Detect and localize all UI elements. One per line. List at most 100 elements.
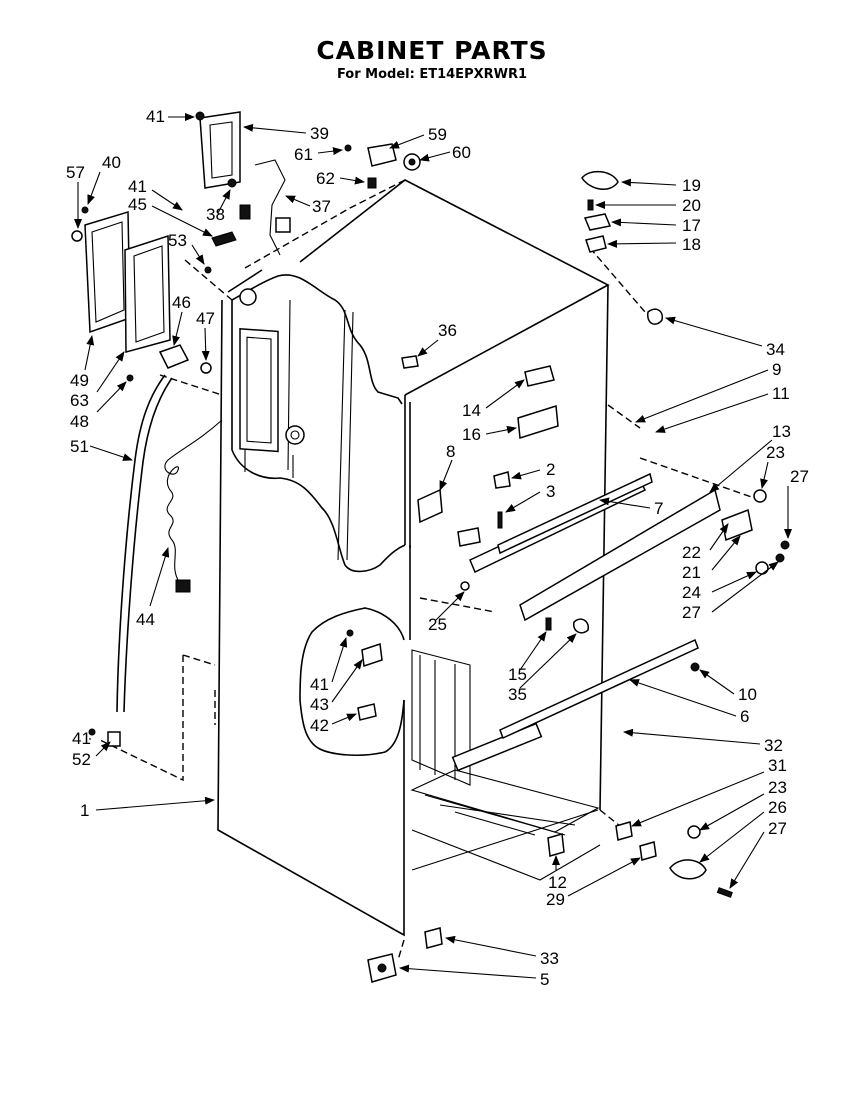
part-rail-6 (499, 638, 699, 740)
leader-22 (709, 523, 729, 551)
callout-46: 46 (172, 293, 191, 312)
leader-19 (621, 178, 677, 187)
dash-hinge-route (589, 247, 646, 313)
part-water-tube-51 (116, 374, 166, 713)
leader-63 (96, 351, 125, 393)
part-bracket-13 (519, 488, 721, 622)
callout-2: 2 (546, 460, 555, 479)
part-clip-45 (211, 231, 237, 247)
part-screw-41c (346, 629, 354, 637)
callout-31: 31 (768, 756, 787, 775)
leader-35 (519, 633, 577, 689)
part-plate-8 (417, 488, 443, 524)
callout-49: 49 (70, 371, 89, 390)
part-clip-42 (357, 703, 377, 721)
callout-52: 52 (72, 750, 91, 769)
top-grommet (239, 288, 257, 306)
leader-52 (95, 741, 111, 757)
leader-60 (419, 151, 451, 162)
part-connector (275, 217, 291, 233)
callout-60: 60 (452, 143, 471, 162)
part-water-tube-51b (123, 377, 173, 713)
leader-7 (599, 497, 651, 509)
leader-61 (317, 147, 343, 156)
callout-44: 44 (136, 610, 155, 629)
leader-21 (711, 535, 741, 571)
callout-34: 34 (766, 340, 785, 359)
callout-26: 26 (768, 798, 787, 817)
part-clamp-52 (107, 731, 121, 747)
part-roller-26 (669, 859, 707, 880)
part-hinge-17 (583, 213, 612, 231)
leader-41c (331, 637, 348, 683)
part-washer-60-core (408, 158, 416, 166)
inner-fitting-core (290, 430, 300, 440)
callout-27b: 27 (682, 603, 701, 622)
lower-ribs (419, 655, 456, 780)
part-washer-23a (753, 489, 767, 503)
leader-34 (665, 316, 763, 347)
inner-duct (239, 327, 279, 453)
callout-labels: 41 39 59 61 60 62 57 40 41 45 38 37 53 4… (66, 107, 809, 989)
callout-48: 48 (70, 412, 89, 431)
callout-29: 29 (546, 890, 565, 909)
leader-43 (331, 659, 363, 703)
bottom-floor-base (411, 809, 599, 871)
leader-1 (95, 796, 215, 811)
part-clip-31 (615, 821, 633, 841)
callout-7: 7 (654, 499, 663, 518)
callout-41b: 41 (128, 177, 147, 196)
leader-15 (519, 631, 547, 671)
callout-10: 10 (738, 685, 757, 704)
dash-bracket-route (639, 457, 761, 501)
part-cam-2 (493, 471, 511, 489)
callout-6: 6 (740, 707, 749, 726)
leader-29 (567, 857, 641, 897)
callout-13: 13 (772, 422, 791, 441)
liner-line-1 (337, 309, 346, 561)
part-power-cord-44 (164, 419, 223, 581)
part-screw-27a (780, 540, 790, 550)
callout-33: 33 (540, 949, 559, 968)
callout-42: 42 (310, 716, 329, 735)
part-screw-25 (460, 581, 470, 591)
inner-duct-inner (246, 336, 272, 444)
model-subtitle: For Model: ET14EPXRWR1 (336, 67, 528, 82)
callout-47: 47 (196, 309, 215, 328)
callout-22: 22 (682, 543, 701, 562)
leader-49 (84, 335, 95, 371)
leader-9 (635, 369, 769, 423)
part-cap-35 (573, 618, 589, 634)
callout-23a: 23 (766, 443, 785, 462)
callout-27a: 27 (790, 467, 809, 486)
callout-27c: 27 (768, 819, 787, 838)
callout-18: 18 (682, 235, 701, 254)
dash-power-cord-route (99, 655, 184, 782)
part-screw-61 (344, 144, 352, 152)
part-wire-harness (254, 159, 286, 256)
leader-62 (339, 176, 365, 185)
callout-41d: 41 (72, 729, 91, 748)
callout-57: 57 (66, 163, 85, 182)
dash-cord-top (182, 654, 216, 666)
part-power-plug (175, 579, 191, 593)
bottom-floor-ribs (424, 794, 576, 836)
leader-59 (389, 134, 425, 149)
leader-23a (760, 461, 769, 489)
part-valve-46 (158, 344, 190, 369)
cabinet-top-edge (227, 179, 610, 396)
callout-9: 9 (772, 360, 781, 379)
callout-62: 62 (316, 169, 335, 188)
part-leveler-cover-33 (424, 927, 443, 949)
cabinet-shell (99, 179, 761, 961)
leader-38 (217, 189, 231, 214)
part-bracket-12 (547, 833, 565, 857)
part-leveler-5-core (377, 963, 387, 973)
part-washer-47 (200, 362, 212, 374)
leader-18 (607, 239, 677, 248)
leader-27c (729, 831, 765, 889)
callout-24: 24 (682, 583, 701, 602)
leader-3 (505, 491, 541, 513)
leader-16 (485, 425, 517, 435)
